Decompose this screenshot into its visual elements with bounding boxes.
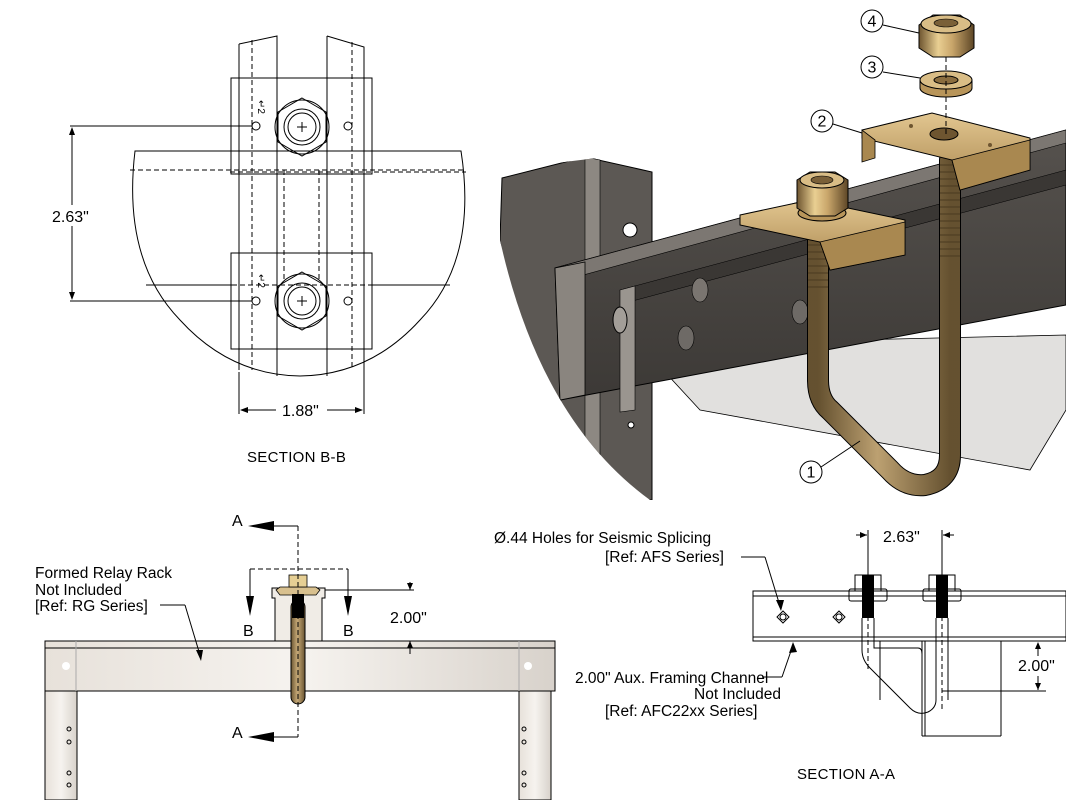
relay-rack-note: Formed Relay Rack Not Included [Ref: RG … — [35, 565, 203, 661]
iso-strap-clip-installed — [739, 171, 906, 271]
svg-text:Not Included: Not Included — [35, 582, 122, 599]
seismic-holes-note: Ø.44 Holes for Seismic Splicing [Ref: AF… — [494, 530, 784, 611]
section-bb-bolt-lower — [251, 271, 353, 331]
section-aa-view: 2.63" 2.00" Ø.44 Holes for Seismic Splic… — [494, 529, 1066, 783]
section-bb-dim-263: 2.63" — [52, 209, 89, 226]
iso-lock-washer — [919, 70, 973, 98]
svg-text:2.00" Aux. Framing Channel: 2.00" Aux. Framing Channel — [575, 670, 768, 687]
iso-hex-nut — [918, 14, 975, 58]
section-marker-b-left: B — [243, 623, 254, 640]
front-dim-200: 2.00" — [390, 610, 427, 627]
svg-text:[Ref: RG Series]: [Ref: RG Series] — [35, 598, 148, 615]
section-bb-channel-left — [238, 35, 278, 376]
balloon-1: 1 — [799, 440, 861, 484]
section-aa-spacing-dimension: 2.63" — [856, 529, 954, 575]
balloon-2: 2 — [810, 109, 863, 134]
svg-text:3: 3 — [868, 60, 877, 77]
svg-text:[Ref: AFS Series]: [Ref: AFS Series] — [605, 549, 724, 566]
iso-strap-clip-exploded — [861, 112, 1031, 191]
svg-text:2: 2 — [818, 114, 827, 131]
section-bb-view: ↵2 ↵2 2.63" 1.88" SECTION B-B — [52, 35, 466, 466]
section-marker-a-bottom: A — [232, 725, 243, 742]
svg-text:↵2: ↵2 — [255, 100, 266, 114]
balloon-4: 4 — [860, 9, 920, 34]
section-aa-dim-200: 2.00" — [1018, 658, 1055, 675]
section-aa-dim-263: 2.63" — [883, 529, 920, 546]
section-bb-vertical-dimension: 2.63" — [52, 125, 252, 302]
svg-text:4: 4 — [868, 14, 877, 31]
isometric-view: 4 3 2 1 — [500, 9, 1066, 500]
front-view: A A B B 2.00" Formed Relay Rack Not Incl… — [35, 513, 556, 800]
svg-text:↵2: ↵2 — [255, 274, 266, 288]
svg-text:Not Included: Not Included — [694, 686, 781, 703]
section-aa-channel — [752, 590, 1066, 642]
section-bb-dim-188: 1.88" — [282, 403, 319, 420]
section-bb-channel-right — [326, 35, 365, 372]
section-line-bb: B B — [243, 568, 354, 640]
section-aa-bolt-right — [922, 574, 962, 712]
section-marker-a-top: A — [232, 513, 243, 530]
svg-text:1: 1 — [807, 465, 816, 482]
svg-text:Ø.44 Holes for Seismic Splicin: Ø.44 Holes for Seismic Splicing — [494, 530, 711, 547]
section-aa-rack-upright — [879, 641, 1002, 737]
balloon-3: 3 — [860, 55, 921, 79]
section-aa-bolt-left — [848, 574, 937, 714]
seismic-splice-holes — [776, 610, 846, 624]
section-bb-bolt-upper — [251, 97, 353, 157]
section-marker-b-right: B — [343, 623, 354, 640]
section-aa-height-dimension: 2.00" — [942, 642, 1055, 692]
section-bb-horizontal-dimension: 1.88" — [238, 372, 365, 420]
svg-text:[Ref: AFC22xx Series]: [Ref: AFC22xx Series] — [605, 703, 757, 720]
front-height-dimension: 2.00" — [325, 582, 427, 654]
section-bb-title: SECTION B-B — [247, 449, 346, 466]
aux-channel-note: 2.00" Aux. Framing Channel Not Included … — [575, 642, 797, 720]
svg-text:Formed Relay Rack: Formed Relay Rack — [35, 565, 172, 582]
section-line-aa: A A — [232, 513, 299, 742]
section-bb-cut-boundary — [132, 150, 466, 377]
section-aa-title: SECTION A-A — [797, 766, 895, 783]
